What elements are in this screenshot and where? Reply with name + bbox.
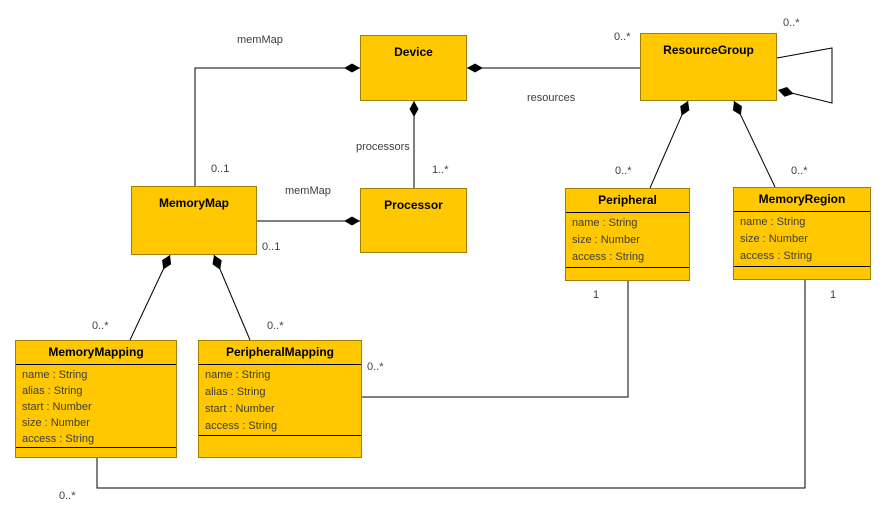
association-memorymap-peripheralmapping-line xyxy=(213,254,251,341)
attribute: size : Number xyxy=(740,233,808,245)
attribute: size : Number xyxy=(572,234,640,246)
multiplicity-resourcegroup-peripheral: 0..* xyxy=(615,165,632,177)
attribute: access : String xyxy=(572,251,645,263)
multiplicity-memorymap-peripheralmapping: 0..* xyxy=(267,320,284,332)
assoc-name-memmap-top: memMap xyxy=(237,34,283,46)
association-resourcegroup-peripheral-line xyxy=(649,100,689,189)
attribute: start : Number xyxy=(205,403,275,415)
class-memorymapping-name: MemoryMapping xyxy=(16,341,176,365)
attribute: name : String xyxy=(740,216,806,228)
multiplicity-memoryregion-end: 1 xyxy=(830,289,837,301)
class-memorymapping[interactable]: MemoryMapping name : String alias : Stri… xyxy=(15,340,177,458)
class-memorymapping-attributes: name : String alias : String start : Num… xyxy=(16,365,176,448)
class-peripheralmapping-name: PeripheralMapping xyxy=(199,341,361,365)
class-memoryregion-attributes: name : String size : Number access : Str… xyxy=(734,212,870,267)
association-memorymap-memorymapping-line xyxy=(129,254,171,341)
attribute: name : String xyxy=(205,369,271,381)
multiplicity-device-processor: 1..* xyxy=(432,164,449,176)
class-memorymap[interactable]: MemoryMap xyxy=(131,186,257,255)
composition-diamond-resourcegroup-self xyxy=(778,87,794,97)
association-resourcegroup-memoryregion-line xyxy=(733,100,776,188)
multiplicity-device-resourcegroup: 0..* xyxy=(614,31,631,43)
composition-diamond-device-resourcegroup xyxy=(467,63,483,73)
multiplicity-resourcegroup-self: 0..* xyxy=(783,17,800,29)
class-peripheral-operations-compartment xyxy=(566,268,689,280)
class-peripheralmapping-operations-compartment xyxy=(199,436,361,460)
assoc-name-resources: resources xyxy=(527,92,576,104)
assoc-name-memmap-mid: memMap xyxy=(285,185,331,197)
class-peripheral[interactable]: Peripheral name : String size : Number a… xyxy=(565,188,690,281)
attribute: access : String xyxy=(740,250,813,262)
composition-diamond-memorymap-peripheralmapping xyxy=(212,255,222,270)
attribute: access : String xyxy=(22,433,95,445)
multiplicity-peripheralmapping-end: 0..* xyxy=(367,361,384,373)
multiplicity-memorymap-memorymapping: 0..* xyxy=(92,320,109,332)
assoc-name-processors: processors xyxy=(356,141,410,153)
composition-diamond-device-memorymap xyxy=(344,63,360,73)
attribute: name : String xyxy=(22,369,88,381)
multiplicity-peripheral-end: 1 xyxy=(593,289,600,301)
multiplicity-memorymap-processor: 0..1 xyxy=(262,241,281,253)
class-device[interactable]: Device xyxy=(360,35,467,101)
attribute: access : String xyxy=(205,420,278,432)
class-resourcegroup[interactable]: ResourceGroup xyxy=(640,33,777,101)
class-processor[interactable]: Processor xyxy=(360,188,467,253)
attribute: alias : String xyxy=(22,385,83,397)
class-memorymap-name: MemoryMap xyxy=(158,196,229,210)
class-resourcegroup-name: ResourceGroup xyxy=(663,43,754,57)
multiplicity-resourcegroup-memoryregion: 0..* xyxy=(791,165,808,177)
class-processor-name: Processor xyxy=(384,198,443,212)
class-peripheralmapping[interactable]: PeripheralMapping name : String alias : … xyxy=(198,340,362,458)
attribute: start : Number xyxy=(22,401,92,413)
composition-diamond-memorymap-processor xyxy=(344,216,360,226)
association-resourcegroup-self-line xyxy=(776,47,833,104)
class-memorymapping-operations-compartment xyxy=(16,448,176,459)
class-peripheral-attributes: name : String size : Number access : Str… xyxy=(566,213,689,268)
class-peripheral-name: Peripheral xyxy=(566,189,689,213)
attribute: size : Number xyxy=(22,417,90,429)
class-device-name: Device xyxy=(394,45,433,59)
composition-diamond-memorymap-memorymapping xyxy=(162,255,172,270)
class-memoryregion-operations-compartment xyxy=(734,267,870,279)
class-memoryregion[interactable]: MemoryRegion name : String size : Number… xyxy=(733,187,871,280)
composition-diamond-device-processor xyxy=(409,101,419,117)
multiplicity-device-memorymap: 0..1 xyxy=(211,163,230,175)
class-peripheralmapping-attributes: name : String alias : String start : Num… xyxy=(199,365,361,436)
association-peripheral-peripheralmapping-line xyxy=(362,281,629,398)
attribute: name : String xyxy=(572,217,638,229)
attribute: alias : String xyxy=(205,386,266,398)
multiplicity-memorymapping-end: 0..* xyxy=(59,490,76,502)
class-memoryregion-name: MemoryRegion xyxy=(734,188,870,212)
composition-diamond-resourcegroup-memoryregion xyxy=(732,101,742,116)
composition-diamond-resourcegroup-peripheral xyxy=(680,101,690,116)
